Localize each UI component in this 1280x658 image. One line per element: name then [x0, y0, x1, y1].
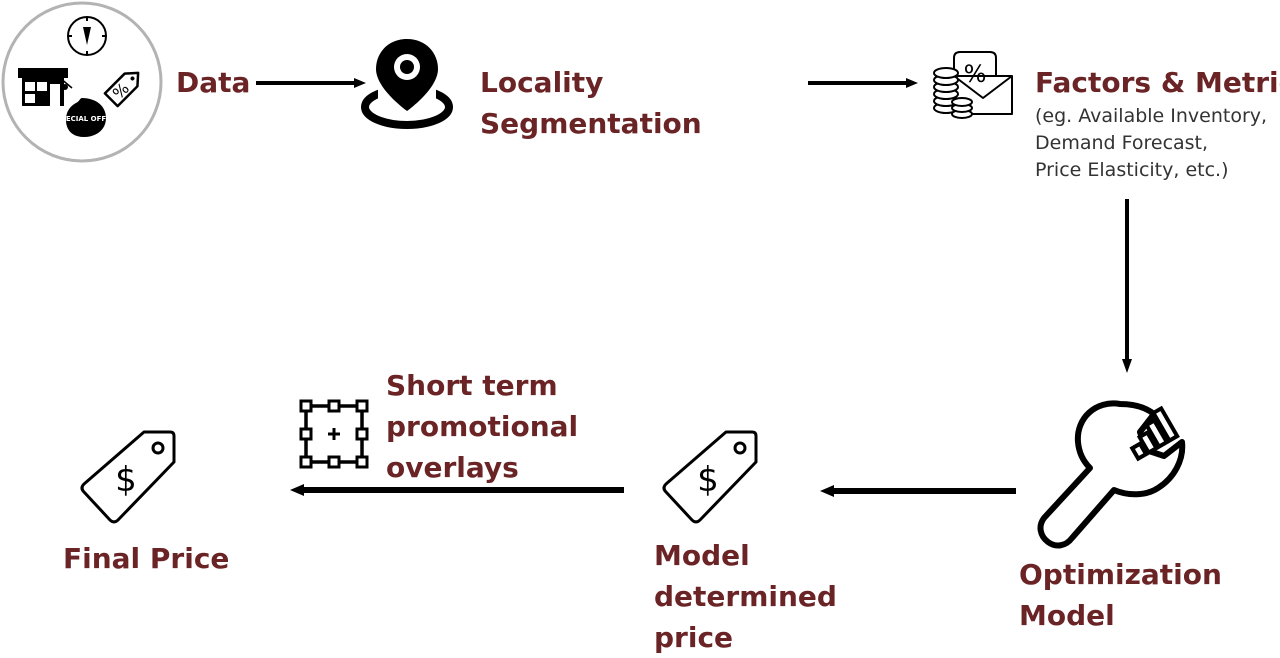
coins-percent-envelope-icon: %: [933, 51, 1013, 119]
model-price-label: Model determined price: [654, 535, 837, 658]
model-price-label-line-2: determined: [654, 580, 837, 613]
optimization-label: Optimization Model: [1019, 554, 1222, 636]
dollar-price-tag-icon: $: [662, 430, 758, 524]
factors-detail-line-1: (eg. Available Inventory,: [1035, 105, 1268, 127]
factors-title-text: Factors & Metrics: [1035, 66, 1280, 99]
optimization-label-line-2: Model: [1019, 599, 1115, 632]
wrench-chart-icon: [1037, 400, 1186, 549]
data-label-text: Data: [176, 66, 251, 99]
factors-detail-line-3: Price Elasticity, etc.): [1035, 159, 1229, 181]
special-offer-badge-icon: SPECIAL OFFER: [56, 98, 117, 137]
compass-icon: [67, 16, 107, 56]
final-price-label-text: Final Price: [63, 542, 230, 575]
svg-text:%: %: [964, 60, 987, 88]
factors-detail-line-2: Demand Forecast,: [1035, 132, 1209, 154]
data-label: Data: [176, 62, 250, 103]
final-price-label: Final Price: [63, 538, 229, 579]
model-price-label-line-3: price: [654, 621, 734, 654]
promo-label-line-3: overlays: [386, 451, 519, 484]
factors-detail: (eg. Available Inventory, Demand Forecas…: [1035, 103, 1267, 184]
locality-label-line-2: Segmentation: [480, 107, 702, 140]
arrow-data-to-locality: [256, 78, 366, 88]
special-offer-badge-text: SPECIAL OFFER: [56, 115, 117, 123]
data-sources-circle-icon: % SPECIAL OFFER: [1, 1, 163, 163]
promo-label: Short term promotional overlays: [386, 365, 578, 488]
locality-label: Locality Segmentation: [480, 62, 702, 144]
promo-label-line-1: Short term: [386, 369, 558, 402]
map-pin-icon: [361, 39, 453, 129]
store-icon: [18, 68, 73, 106]
model-price-label-line-1: Model: [654, 539, 750, 572]
arrow-optimization-to-model-price: [820, 485, 1016, 497]
arrow-factors-to-optimization: [1122, 199, 1132, 373]
locality-label-line-1: Locality: [480, 66, 604, 99]
promo-label-line-2: promotional: [386, 410, 579, 443]
final-dollar-price-tag-icon: $: [80, 430, 176, 524]
optimization-label-line-1: Optimization: [1019, 558, 1222, 591]
arrow-locality-to-factors: [808, 78, 918, 88]
factors-title: Factors & Metrics: [1035, 62, 1280, 103]
svg-text:$: $: [697, 460, 719, 500]
arrow-model-price-to-final: [290, 484, 624, 496]
add-overlay-icon: [299, 399, 369, 469]
svg-text:$: $: [115, 460, 137, 500]
